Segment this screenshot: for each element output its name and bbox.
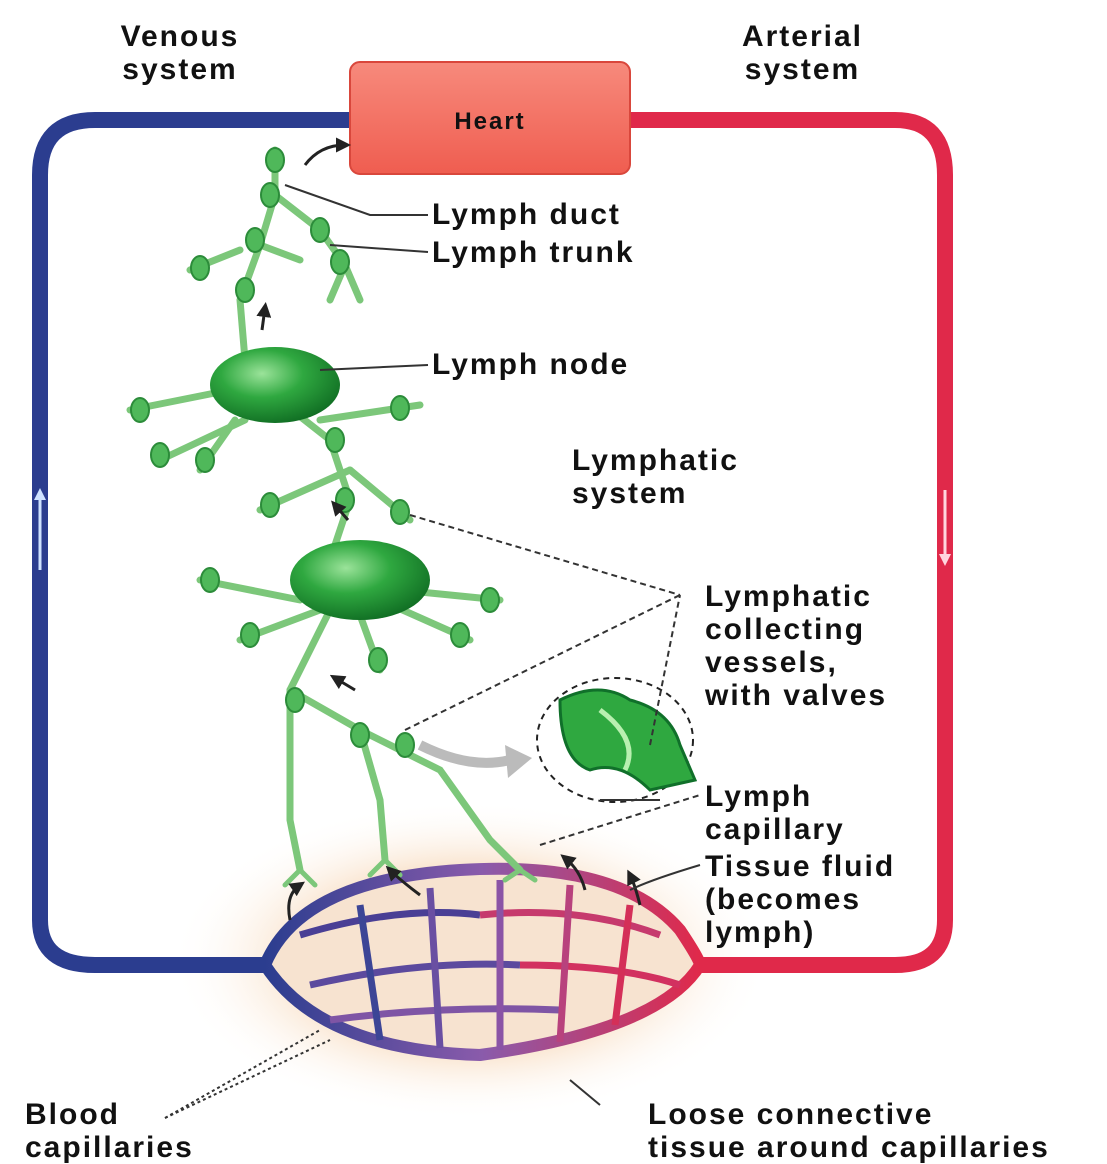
label-loose-connective-tissue: Loose connective tissue around capillari… — [648, 1098, 1050, 1164]
label-collecting-vessels: Lymphatic collecting vessels, with valve… — [705, 580, 887, 712]
label-lymph-capillary: Lymph capillary — [705, 780, 845, 846]
label-heart: Heart — [350, 105, 630, 138]
label-tissue-fluid: Tissue fluid (becomes lymph) — [705, 850, 895, 949]
label-lymph-node: Lymph node — [432, 348, 629, 381]
lymph-node-lower — [290, 540, 430, 620]
label-blood-capillaries: Blood capillaries — [25, 1098, 194, 1164]
label-lymph-trunk: Lymph trunk — [432, 236, 635, 269]
magnify-arrowhead — [505, 745, 532, 778]
magnify-arrow — [420, 745, 510, 763]
label-lymphatic-system: Lymphatic system — [572, 444, 739, 510]
label-venous-system: Venous system — [100, 20, 260, 86]
label-lymph-duct: Lymph duct — [432, 198, 621, 231]
label-arterial-system: Arterial system — [715, 20, 890, 86]
lymph-node-upper — [210, 347, 340, 423]
